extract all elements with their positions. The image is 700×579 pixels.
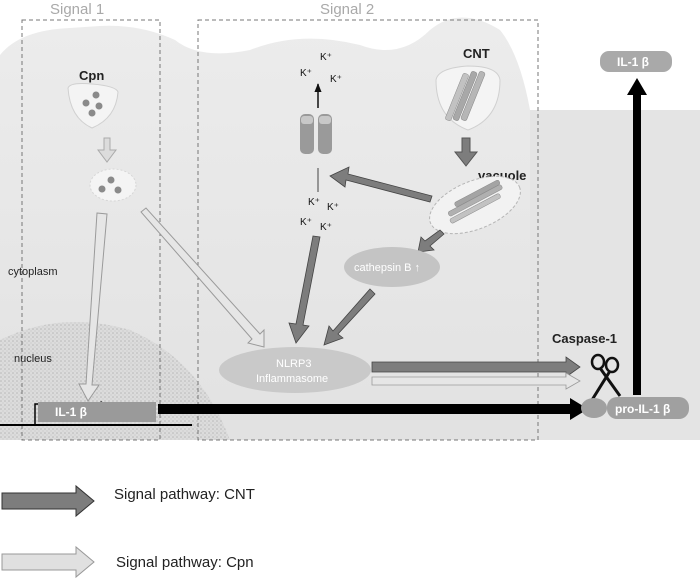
nlrp3-label: NLRP3 bbox=[276, 358, 311, 370]
cpn-invagination bbox=[67, 83, 119, 129]
cathepsin-b-label: cathepsin B ↑ bbox=[354, 262, 420, 274]
mature-il1b-label: IL-1 β bbox=[617, 55, 649, 69]
cpn-particle bbox=[88, 109, 96, 117]
transcription-arrow bbox=[158, 398, 588, 420]
cpn-particle bbox=[114, 186, 122, 194]
signal2-box bbox=[197, 19, 539, 441]
cnt-internalize-arrow bbox=[453, 137, 479, 167]
nlrp3-to-caspase-cnt-arrow bbox=[371, 356, 581, 378]
cpn-particle bbox=[107, 176, 115, 184]
legend-cpn-arrow bbox=[1, 545, 95, 579]
il1b-gene bbox=[38, 402, 156, 422]
cathepsin-to-nlrp3-arrow bbox=[323, 288, 376, 346]
k-channel-left bbox=[300, 114, 314, 154]
k-channel-left-cap bbox=[301, 116, 313, 124]
cnt-vacuole-to-channel-arrow bbox=[329, 166, 433, 203]
secretion-arrow bbox=[627, 78, 647, 395]
vacuole-cnt-tubes bbox=[448, 179, 503, 224]
nlrp3-sublabel: Inflammasome bbox=[256, 373, 328, 385]
legend-cnt-arrow bbox=[1, 484, 95, 518]
k-to-nlrp3-arrow bbox=[288, 235, 321, 344]
cnt-label: CNT bbox=[463, 46, 490, 61]
k-ion-label: K⁺ bbox=[330, 74, 342, 85]
cnt-tubes bbox=[445, 71, 486, 121]
pro-il1b bbox=[607, 397, 689, 419]
nlrp3-to-caspase-cpn-arrow bbox=[371, 372, 581, 390]
legend-cnt-label: Signal pathway: CNT bbox=[114, 486, 255, 503]
k-ion-label: K⁺ bbox=[300, 68, 312, 79]
k-channel-right-cap bbox=[319, 116, 331, 124]
k-ion-label: K⁺ bbox=[320, 222, 332, 233]
cpn-internalize-arrow bbox=[97, 137, 117, 163]
signal1-box bbox=[21, 19, 161, 441]
legend-cpn-label: Signal pathway: Cpn bbox=[116, 554, 254, 571]
scissors-icon bbox=[590, 353, 622, 401]
il1b-gene-label: IL-1 β bbox=[55, 405, 87, 419]
k-ion-label: K⁺ bbox=[327, 202, 339, 213]
cpn-label: Cpn bbox=[79, 68, 104, 83]
nucleus-label: nucleus bbox=[14, 353, 52, 365]
cytoplasm-label: cytoplasm bbox=[8, 266, 58, 278]
pro-il1b-label: pro-IL-1 β bbox=[615, 402, 670, 416]
cpn-particle bbox=[92, 91, 100, 99]
signal1-title: Signal 1 bbox=[50, 1, 104, 18]
k-channel-right bbox=[318, 114, 332, 154]
cpn-particle bbox=[98, 185, 106, 193]
cell-body bbox=[0, 17, 700, 440]
cpn-particle bbox=[95, 102, 103, 110]
cpn-endosome bbox=[89, 168, 137, 202]
cpn-to-nucleus-arrow bbox=[78, 212, 108, 402]
caspase-1-label: Caspase-1 bbox=[552, 331, 617, 346]
legend: Signal pathway: CNT Signal pathway: Cpn bbox=[1, 484, 255, 579]
k-ion-label: K⁺ bbox=[300, 217, 312, 228]
nlrp3-inflammasome bbox=[219, 347, 371, 393]
cathepsin-b bbox=[344, 247, 440, 287]
mature-il1b bbox=[600, 51, 672, 72]
cpn-to-nlrp3-arrow bbox=[140, 207, 265, 348]
k-ion-label: K⁺ bbox=[308, 197, 320, 208]
caspase-domain bbox=[581, 398, 607, 418]
k-ion-label: K⁺ bbox=[320, 52, 332, 63]
cpn-particle bbox=[82, 99, 90, 107]
cnt-vacuole-to-cathepsin-arrow bbox=[417, 229, 445, 253]
signal2-title: Signal 2 bbox=[320, 1, 374, 18]
